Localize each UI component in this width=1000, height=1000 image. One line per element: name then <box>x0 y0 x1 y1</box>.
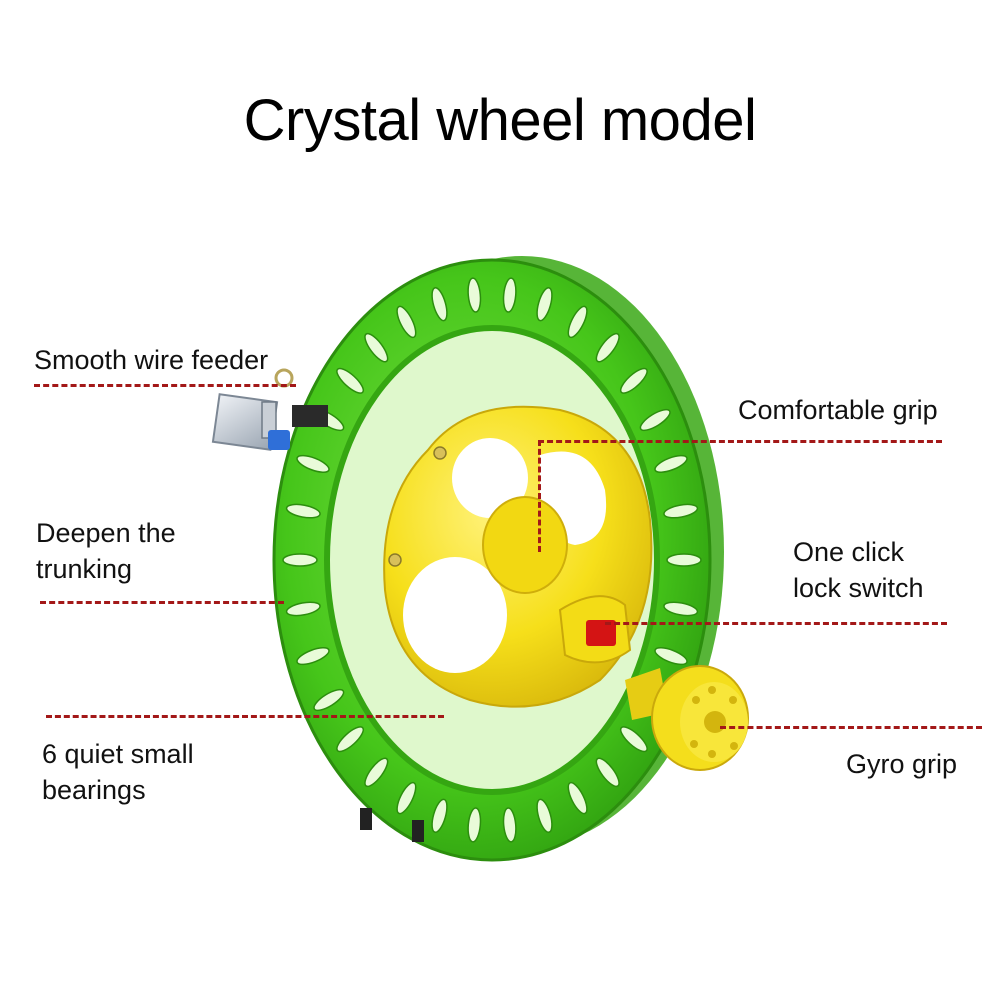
label-deepen-trunking: Deepen the trunking <box>36 515 176 587</box>
lock-switch <box>558 595 632 664</box>
label-text: Comfortable grip <box>738 395 938 425</box>
rim-slot <box>619 367 648 394</box>
rim-slot <box>567 305 588 339</box>
rim-slot <box>595 757 620 788</box>
label-gyro-grip: Gyro grip <box>846 746 957 782</box>
label-comfortable-grip: Comfortable grip <box>738 392 938 428</box>
rim-slot <box>502 277 517 313</box>
rim-slot <box>336 726 365 753</box>
rim-slot <box>567 781 588 815</box>
rim-slot <box>663 601 699 617</box>
rim-slot <box>654 454 688 473</box>
wire-feeder <box>211 368 328 451</box>
rim-slot <box>467 807 482 843</box>
rim-slot <box>282 553 318 567</box>
label-text: Gyro grip <box>846 749 958 779</box>
label-line-1: One click <box>793 537 905 567</box>
label-line-2: bearings <box>42 775 146 805</box>
rim-slot <box>431 798 448 833</box>
label-line-1: 6 quiet small <box>42 739 194 769</box>
rim-slot <box>396 305 417 339</box>
rim-slot <box>595 332 620 363</box>
rim-slot <box>431 287 448 322</box>
rim-slot <box>663 503 699 519</box>
rim-slot <box>285 503 321 519</box>
rim-slot <box>364 757 389 788</box>
rim-slot <box>336 367 365 394</box>
rim-slot <box>536 798 553 833</box>
gyro-grip-knob <box>625 665 749 771</box>
rim-slot <box>296 647 330 666</box>
reel-feet <box>360 808 424 842</box>
label-line-2: trunking <box>36 554 133 584</box>
rim-slot <box>296 454 330 473</box>
label-text: Smooth wire feeder <box>34 345 269 375</box>
label-quiet-bearings: 6 quiet small bearings <box>42 736 194 808</box>
rim-slot <box>502 807 517 843</box>
page-title: Crystal wheel model <box>243 88 757 153</box>
guide-line-gyro-grip <box>720 726 982 729</box>
guide-line-deepen-trunking <box>40 601 284 604</box>
rim-slot <box>467 277 482 313</box>
guide-line-wire-feeder <box>34 384 296 387</box>
rim-slot <box>536 287 553 322</box>
label-smooth-wire-feeder: Smooth wire feeder <box>34 342 268 378</box>
guide-line-one-click-lock <box>605 622 947 625</box>
rim-slot <box>654 647 688 666</box>
guide-line-comfortable-grip-vertical <box>538 440 541 552</box>
rim-slot <box>364 332 389 363</box>
guide-line-comfortable-grip <box>538 440 942 443</box>
rim-slot <box>285 601 321 617</box>
label-one-click-lock: One click lock switch <box>793 534 924 606</box>
rim-slot <box>313 688 345 712</box>
rim-slot <box>639 408 671 432</box>
guide-line-quiet-bearings <box>46 715 444 718</box>
label-line-2: lock switch <box>793 573 924 603</box>
rim-slot <box>666 553 702 567</box>
label-line-1: Deepen the <box>36 518 176 548</box>
rim-slot <box>619 726 648 753</box>
rim-slot <box>396 781 417 815</box>
